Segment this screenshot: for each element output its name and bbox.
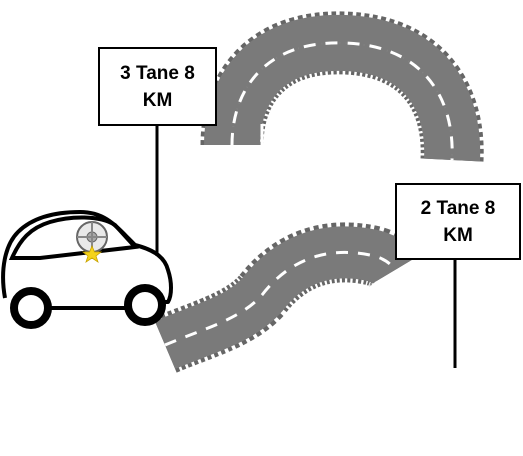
distance-sign-left: 3 Tane 8 KM xyxy=(98,47,217,126)
front-wheel xyxy=(124,284,166,326)
curved-road xyxy=(200,11,484,162)
car-icon xyxy=(1,210,173,329)
lane-marking xyxy=(230,41,454,161)
sign-left-line1: 3 Tane 8 xyxy=(120,62,195,84)
sign-right-line1: 2 Tane 8 xyxy=(420,197,496,219)
star-icon xyxy=(81,244,103,263)
s-curve-road xyxy=(153,222,421,373)
rear-wheel xyxy=(10,287,52,329)
lane-marking xyxy=(164,250,397,347)
distance-sign-right: 2 Tane 8 KM xyxy=(395,183,521,260)
sign-right-line2: KM xyxy=(443,224,473,246)
sign-left-line2: KM xyxy=(142,89,173,111)
